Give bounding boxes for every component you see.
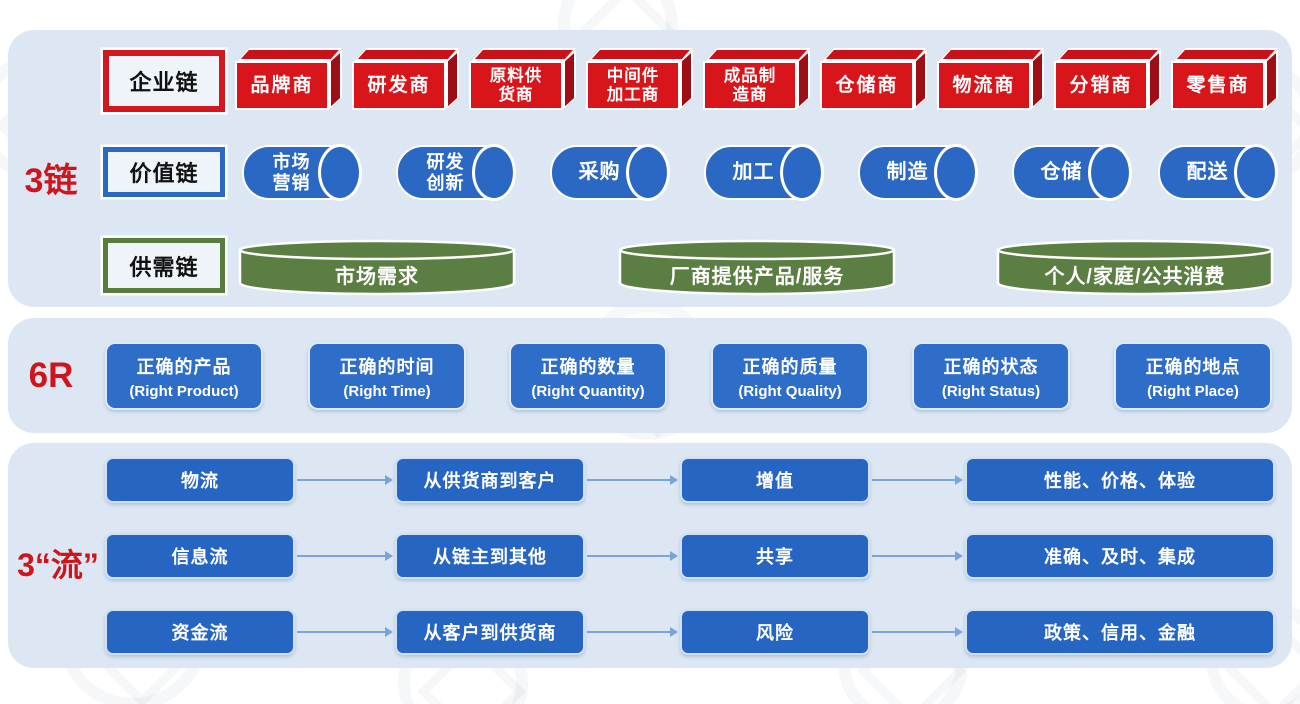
flow-attributes-information: 准确、及时、集成 — [965, 533, 1275, 579]
value-node-procurement: 采购 — [550, 144, 670, 201]
value-node-warehousing: 仓储 — [1012, 144, 1132, 201]
section-title-3-chains: 3链 — [24, 162, 78, 200]
demand-node-consumption: 个人/家庭/公共消费 — [995, 239, 1275, 297]
enterprise-node-raw-material: 原料供 货商 — [469, 48, 577, 112]
flow-arrow — [587, 551, 678, 561]
flow-arrow — [872, 475, 963, 485]
6r-right-status: 正确的状态(Right Status) — [912, 342, 1070, 410]
flow-arrow — [587, 475, 678, 485]
enterprise-node-distribution: 分销商 — [1054, 48, 1162, 112]
drum-shape — [618, 239, 896, 296]
flow-path-information: 从链主到其他 — [395, 533, 585, 579]
value-node-processing: 加工 — [704, 144, 824, 201]
value-node-rnd-innovation: 研发 创新 — [396, 144, 516, 201]
value-chain-tag: 价值链 — [103, 147, 225, 197]
value-node-marketing: 市场 营销 — [242, 144, 362, 201]
6r-right-place: 正确的地点(Right Place) — [1114, 342, 1272, 410]
value-node-delivery: 配送 — [1158, 144, 1278, 201]
flow-arrow — [872, 551, 963, 561]
supply-demand-chain-tag: 供需链 — [103, 238, 225, 293]
section-title-6r: 6R — [28, 356, 74, 395]
flow-arrow — [297, 627, 393, 637]
flow-attributes-capital: 政策、信用、金融 — [965, 609, 1275, 655]
enterprise-chain-tag: 企业链 — [103, 50, 225, 112]
6r-right-quantity: 正确的数量(Right Quantity) — [509, 342, 667, 410]
6r-right-time: 正确的时间(Right Time) — [308, 342, 466, 410]
enterprise-chain-label: 企业链 — [129, 70, 199, 95]
flow-name-information: 信息流 — [105, 533, 295, 579]
flow-name-capital: 资金流 — [105, 609, 295, 655]
drum-shape — [996, 239, 1274, 296]
flow-attributes-logistics: 性能、价格、体验 — [965, 457, 1275, 503]
flow-arrow — [872, 627, 963, 637]
6r-right-quality: 正确的质量(Right Quality) — [711, 342, 869, 410]
6r-right-product: 正确的产品(Right Product) — [105, 342, 263, 410]
enterprise-node-logistics: 物流商 — [937, 48, 1045, 112]
flow-feature-capital: 风险 — [680, 609, 870, 655]
flow-path-logistics: 从供货商到客户 — [395, 457, 585, 503]
flow-name-logistics: 物流 — [105, 457, 295, 503]
flow-path-capital: 从客户到供货商 — [395, 609, 585, 655]
flow-arrow — [297, 475, 393, 485]
enterprise-node-warehousing: 仓储商 — [820, 48, 928, 112]
enterprise-node-retail: 零售商 — [1171, 48, 1279, 112]
enterprise-node-intermediate: 中间件 加工商 — [586, 48, 694, 112]
flow-feature-information: 共享 — [680, 533, 870, 579]
flow-feature-logistics: 增值 — [680, 457, 870, 503]
enterprise-node-rnd: 研发商 — [352, 48, 460, 112]
supply-demand-chain-label: 供需链 — [129, 254, 199, 280]
flow-arrow — [587, 627, 678, 637]
enterprise-node-finished-goods: 成品制 造商 — [703, 48, 811, 112]
value-chain-label: 价值链 — [129, 161, 199, 186]
demand-node-provided-products: 厂商提供产品/服务 — [617, 239, 897, 297]
flow-arrow — [297, 551, 393, 561]
section-title-3-flows: 3“流” — [17, 547, 99, 583]
value-node-manufacturing: 制造 — [858, 144, 978, 201]
drum-shape — [238, 239, 516, 296]
enterprise-node-brand: 品牌商 — [235, 48, 343, 112]
demand-node-market-demand: 市场需求 — [237, 239, 517, 297]
